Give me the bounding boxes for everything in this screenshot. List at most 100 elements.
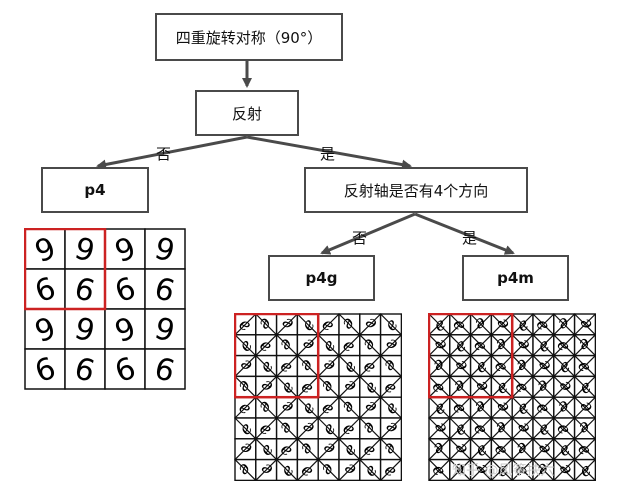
reflection-to-p4-arrow xyxy=(96,135,248,170)
diagonal-line xyxy=(490,334,513,357)
diagonal-line xyxy=(470,396,492,419)
diagonal-line xyxy=(511,375,534,398)
diagonal-line xyxy=(449,313,472,336)
diagonal-line xyxy=(553,459,576,481)
diagonal-line xyxy=(532,459,555,481)
diagonal-line xyxy=(317,438,340,461)
diagonal-line xyxy=(449,438,472,461)
diagonal-line xyxy=(511,355,534,377)
edge-label-yes-2: 是 xyxy=(462,229,477,247)
grid-cell xyxy=(24,228,66,270)
watermark: 知乎 @风筝扶六 xyxy=(452,463,555,479)
diagonal-line xyxy=(428,438,451,461)
diagonal-line xyxy=(317,459,340,481)
diagonal-line xyxy=(255,417,278,440)
diagonal-line xyxy=(317,375,340,398)
diagonal-line xyxy=(276,355,298,377)
grid-cell xyxy=(64,348,106,390)
axis-question-node: 反射轴是否有4个方向 xyxy=(304,167,528,213)
diagonal-line xyxy=(359,438,382,461)
diagonal-line xyxy=(553,417,576,440)
diagonal-line xyxy=(255,438,278,461)
diagonal-line xyxy=(380,313,402,336)
diagonal-line xyxy=(359,396,382,419)
diagonal-line xyxy=(234,396,257,419)
diagonal-line xyxy=(317,417,340,440)
diagonal-line xyxy=(532,313,555,336)
diagonal-line xyxy=(296,459,319,481)
diagonal-line xyxy=(490,355,513,377)
diagonal-line xyxy=(574,417,596,440)
diagonal-line xyxy=(449,334,472,357)
diagonal-line xyxy=(449,396,472,419)
diagonal-line xyxy=(380,355,402,377)
diagonal-line xyxy=(428,375,451,398)
diagonal-line xyxy=(428,355,451,377)
diagonal-line xyxy=(449,417,472,440)
edge-label-no: 否 xyxy=(156,145,171,163)
diagonal-line xyxy=(276,438,298,461)
diagonal-line xyxy=(511,313,534,336)
edge-label-no-2: 否 xyxy=(352,229,367,247)
diagonal-line xyxy=(276,396,298,419)
diagonal-line xyxy=(296,438,319,461)
diagonal-line xyxy=(276,417,298,440)
diagonal-line xyxy=(338,396,361,419)
diagonal-line xyxy=(470,438,492,461)
unit-cell-highlight xyxy=(24,228,107,311)
diagonal-line xyxy=(380,396,402,419)
grid-cell xyxy=(144,268,186,310)
diagonal-line xyxy=(255,396,278,419)
diagonal-line xyxy=(574,334,596,357)
diagonal-line xyxy=(338,375,361,398)
diagonal-line xyxy=(553,375,576,398)
diagonal-line xyxy=(234,375,257,398)
grid-cell xyxy=(144,308,186,350)
diagonal-line xyxy=(470,375,492,398)
diagonal-line xyxy=(317,355,340,377)
diagonal-line xyxy=(553,313,576,336)
diagonal-line xyxy=(532,355,555,377)
diagonal-line xyxy=(296,355,319,377)
diagonal-line xyxy=(532,417,555,440)
diagonal-line xyxy=(317,313,340,336)
diagonal-line xyxy=(338,459,361,481)
diagonal-line xyxy=(380,459,402,481)
diagonal-line xyxy=(296,334,319,357)
diagonal-line xyxy=(574,459,596,481)
reflection-node: 反射 xyxy=(195,90,299,136)
diagonal-line xyxy=(296,313,319,336)
diagonal-line xyxy=(255,459,278,481)
diagonal-line xyxy=(317,396,340,419)
diagonal-line xyxy=(511,396,534,419)
diagonal-line xyxy=(532,334,555,357)
diagonal-line xyxy=(380,334,402,357)
diagonal-line xyxy=(359,375,382,398)
diagonal-line xyxy=(255,355,278,377)
edge-label-yes: 是 xyxy=(320,145,335,163)
diagonal-line xyxy=(490,459,513,481)
diagonal-line xyxy=(234,459,257,481)
diagonal-line xyxy=(470,355,492,377)
grid-cell xyxy=(144,348,186,390)
diagonal-line xyxy=(296,396,319,419)
diagonal-line xyxy=(428,417,451,440)
diagonal-line xyxy=(532,438,555,461)
diagonal-line xyxy=(449,459,472,481)
diagonal-line xyxy=(490,375,513,398)
diagonal-line xyxy=(338,417,361,440)
diagonal-line xyxy=(234,438,257,461)
diagonal-line xyxy=(449,375,472,398)
diagonal-line xyxy=(276,334,298,357)
grid-cell xyxy=(104,308,146,350)
diagonal-line xyxy=(470,334,492,357)
diagonal-line xyxy=(338,334,361,357)
diagonal-line xyxy=(553,334,576,357)
diagonal-line xyxy=(276,375,298,398)
diagonal-line xyxy=(380,417,402,440)
